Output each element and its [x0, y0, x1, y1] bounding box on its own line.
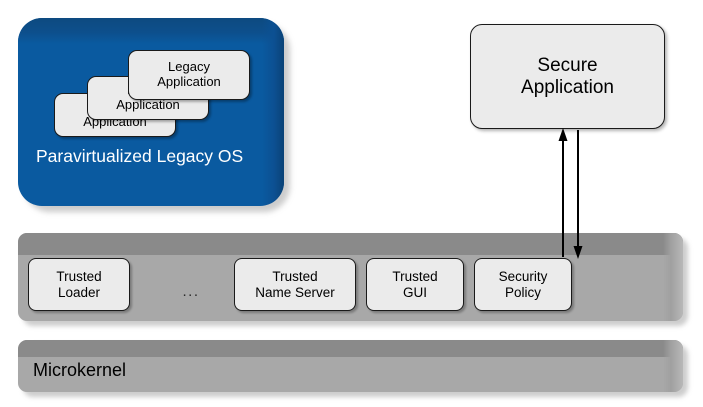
microkernel-right-bevel	[663, 340, 683, 392]
legacy-application-box-front[interactable]: Legacy Application	[128, 50, 250, 100]
secure-application-box[interactable]: Secure Application	[470, 24, 665, 129]
microkernel-label: Microkernel	[33, 360, 127, 380]
vm-top-bevel	[18, 18, 284, 44]
trusted-gui-box[interactable]: Trusted GUI	[366, 258, 464, 311]
security-policy-box[interactable]: Security Policy	[474, 258, 572, 311]
microkernel-slab	[18, 340, 688, 397]
paravirtualized-legacy-os-label: Paravirtualized Legacy OS	[36, 146, 244, 166]
paravirtualized-legacy-os-container: Legacy Application Legacy Application Le…	[18, 18, 290, 212]
trusted-name-server-box[interactable]: Trusted Name Server	[234, 258, 356, 311]
trusted-services-right-bevel	[663, 233, 683, 321]
legacy-application-stack: Legacy Application Legacy Application Le…	[18, 18, 290, 212]
trusted-services-top-bevel	[18, 233, 683, 255]
services-ellipsis: ...	[182, 283, 200, 300]
microkernel-top-bevel	[18, 340, 683, 357]
vm-right-bevel	[262, 18, 284, 206]
trusted-loader-box[interactable]: Trusted Loader	[28, 258, 130, 311]
microkernel-slab-face	[18, 340, 683, 392]
